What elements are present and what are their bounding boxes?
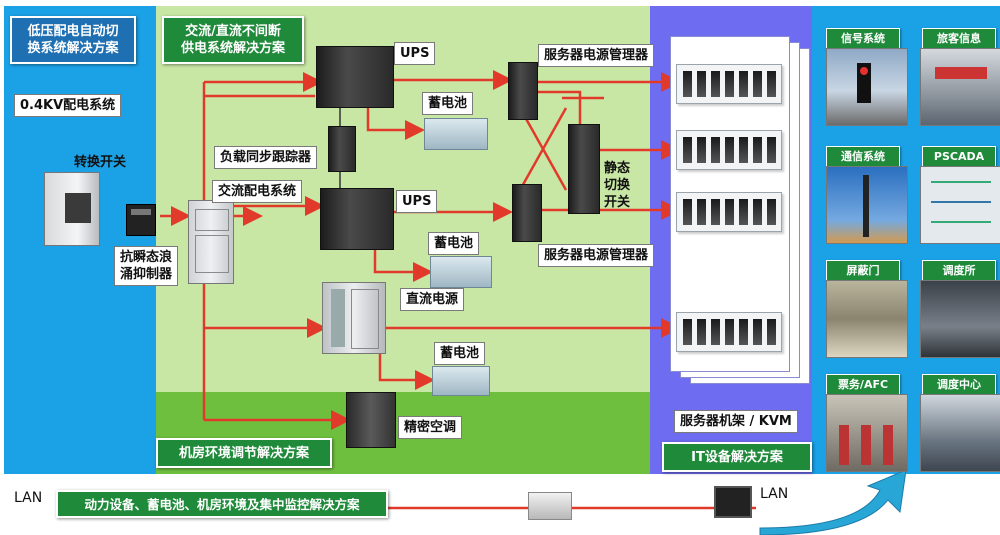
thumb-image-signal xyxy=(826,48,908,126)
load-sync-tracker-device xyxy=(328,126,356,172)
lv-system-label: 0.4KV配电系统 xyxy=(14,94,122,117)
sts-cabinet xyxy=(568,124,600,214)
transfer-switch-label: 转换开关 xyxy=(74,155,127,170)
thumb-image-pscada xyxy=(920,166,1000,244)
dc-power-label: 直流电源 xyxy=(400,288,465,311)
it-zone-title: IT设备解决方案 xyxy=(662,442,812,472)
spm2-label: 服务器电源管理器 xyxy=(538,244,655,267)
rack-row-3 xyxy=(676,192,782,232)
dc-power-cabinet xyxy=(322,282,386,354)
ups1-cabinet xyxy=(316,46,394,108)
surge-suppressor-label: 抗瞬态浪 涌抑制器 xyxy=(114,246,179,286)
sts-label: 静态 切换 开关 xyxy=(604,161,631,210)
thumb-image-comm xyxy=(826,166,908,244)
thumb-label-comm: 通信系统 xyxy=(826,146,900,168)
precision-ac-label: 精密空调 xyxy=(398,416,463,439)
lan-right-label: LAN xyxy=(760,486,789,502)
monitoring-solution-title: 动力设备、蓄电池、机房环境及集中监控解决方案 xyxy=(56,490,388,518)
rack-row-2 xyxy=(676,130,782,170)
rack-kvm-label: 服务器机架 / KVM xyxy=(674,410,798,433)
thumb-label-dispatch-center: 调度中心 xyxy=(922,374,996,396)
lv-zone-title: 低压配电自动切 换系统解决方案 xyxy=(10,16,136,64)
battery3-label: 蓄电池 xyxy=(434,342,486,365)
battery1-bank xyxy=(424,118,488,150)
rack-row-4 xyxy=(676,312,782,352)
surge-suppressor-device xyxy=(126,204,156,236)
ups2-cabinet xyxy=(320,188,394,250)
thumb-label-psd: 屏蔽门 xyxy=(826,260,900,282)
transfer-switch-device xyxy=(44,172,100,246)
monitor-workstation-icon xyxy=(714,486,752,518)
rack-row-1 xyxy=(676,64,782,104)
lan-left-label: LAN xyxy=(14,490,43,506)
thumb-label-signal: 信号系统 xyxy=(826,28,900,50)
battery3-bank xyxy=(432,366,490,396)
thumb-image-passenger-info xyxy=(920,48,1000,126)
thumb-image-psd xyxy=(826,280,908,358)
thumb-image-dispatch-center xyxy=(920,394,1000,472)
thumb-label-passenger-info: 旅客信息 xyxy=(922,28,996,50)
thumb-label-dispatch: 调度所 xyxy=(922,260,996,282)
ups1-label: UPS xyxy=(394,42,436,65)
load-sync-tracker-label: 负载同步跟踪器 xyxy=(214,146,318,169)
monitoring-device-icon xyxy=(528,492,572,520)
env-zone-title: 机房环境调节解决方案 xyxy=(156,438,332,468)
ups2-label: UPS xyxy=(396,190,438,213)
thumb-label-afc: 票务/AFC xyxy=(826,374,900,396)
battery1-label: 蓄电池 xyxy=(422,92,474,115)
spm2-cabinet xyxy=(512,184,542,242)
battery2-bank xyxy=(430,256,492,288)
thumb-image-afc xyxy=(826,394,908,472)
spm1-label: 服务器电源管理器 xyxy=(538,44,655,67)
thumb-image-dispatch xyxy=(920,280,1000,358)
battery2-label: 蓄电池 xyxy=(428,232,480,255)
ac-distribution-cabinet xyxy=(188,200,234,284)
thumb-label-pscada: PSCADA xyxy=(922,146,996,168)
spm1-cabinet xyxy=(508,62,538,120)
precision-ac-unit xyxy=(346,392,396,448)
ac-distribution-label: 交流配电系统 xyxy=(212,180,303,203)
ups-zone-title: 交流/直流不间断 供电系统解决方案 xyxy=(162,16,304,64)
